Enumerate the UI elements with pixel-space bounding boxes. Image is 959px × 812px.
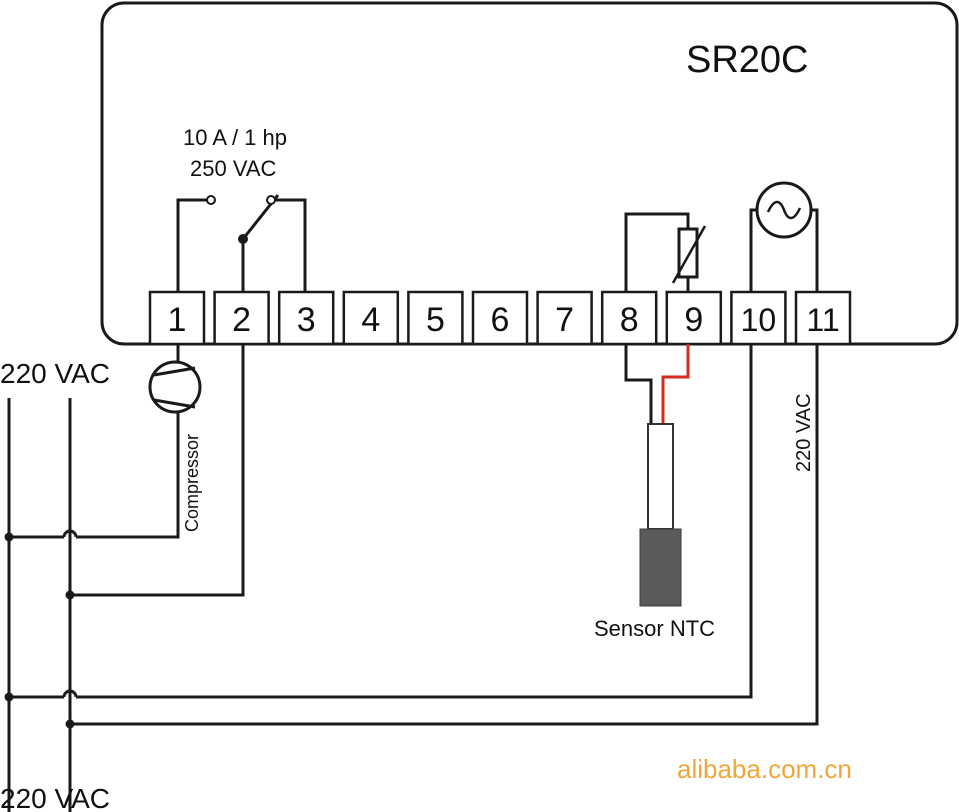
- terminal-8: [600, 290, 658, 346]
- watermark: alibaba.com.cn: [677, 754, 852, 784]
- sensor-label: Sensor NTC: [594, 616, 715, 641]
- terminal-number-1: 1: [168, 301, 187, 339]
- terminal-7: [536, 290, 593, 346]
- junction-dots: [4, 532, 75, 729]
- external-wiring: [7, 344, 819, 812]
- relay-current-rating: 10 A / 1 hp: [183, 125, 287, 150]
- terminal-number-10: 10: [741, 302, 777, 338]
- terminal-number-9: 9: [684, 301, 703, 339]
- power-supply-icon: [749, 181, 819, 292]
- terminal-number-3: 3: [297, 301, 316, 339]
- terminal-10: [730, 290, 787, 346]
- compressor-icon: [148, 360, 202, 414]
- relay-voltage-rating: 250 VAC: [190, 156, 277, 181]
- terminal-number-7: 7: [555, 301, 574, 339]
- terminal-number-5: 5: [426, 301, 445, 339]
- terminal-number-8: 8: [620, 301, 639, 339]
- terminal-number-4: 4: [361, 301, 380, 339]
- relay-contact: [176, 194, 307, 292]
- supply-top-label: 220 VAC: [0, 358, 110, 389]
- terminal-block: 1 2 3 4 5 6 7 8 9 10 11: [148, 290, 852, 346]
- terminal-4: [342, 290, 400, 346]
- compressor-label: Compressor: [182, 434, 202, 532]
- sensor-red-wire: [661, 344, 690, 424]
- supply-vertical-label: 220 VAC: [793, 393, 815, 472]
- terminal-number-11: 11: [806, 302, 839, 338]
- terminal-5: [407, 290, 464, 346]
- model-label: SR20C: [686, 39, 809, 81]
- terminal-9: [665, 290, 723, 346]
- terminal-3: [277, 290, 335, 346]
- ntc-probe: [639, 423, 682, 607]
- terminal-number-2: 2: [232, 301, 251, 339]
- ntc-symbol: [624, 212, 707, 292]
- terminal-number-6: 6: [491, 301, 510, 339]
- terminal-6: [471, 290, 529, 346]
- terminal-1: [148, 290, 206, 346]
- supply-bottom-label: 220 VAC: [0, 783, 110, 812]
- terminal-11: [794, 290, 852, 346]
- controller-box: [100, 1, 959, 346]
- relay-common-dot: [238, 234, 248, 244]
